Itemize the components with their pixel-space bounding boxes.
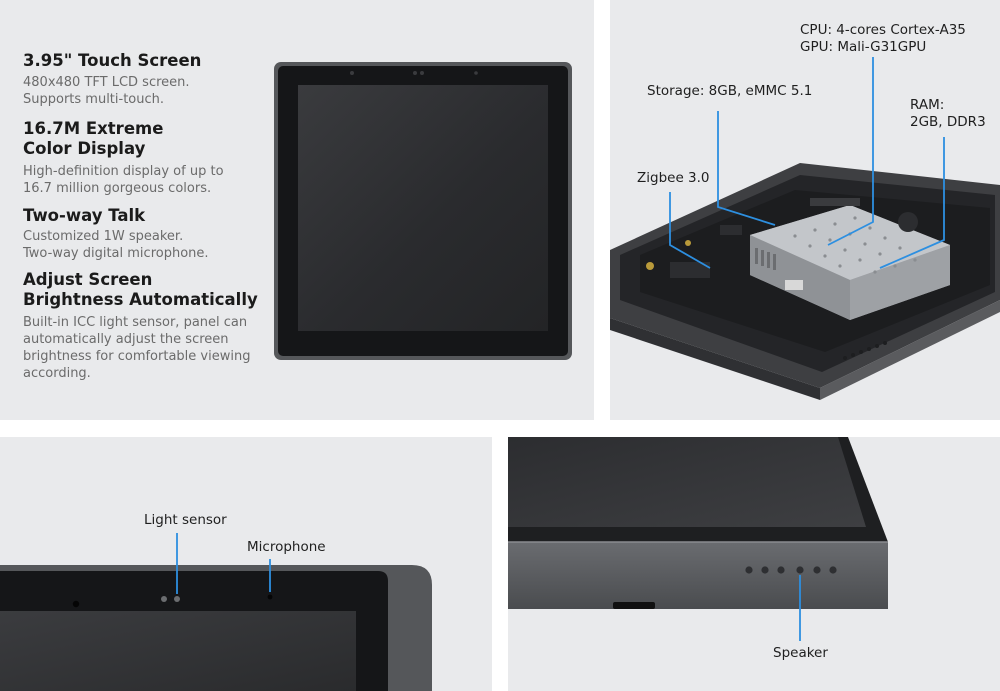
light-sensor-label: Light sensor bbox=[144, 512, 227, 528]
microphone-hole bbox=[267, 594, 273, 600]
speaker-holes bbox=[745, 566, 837, 574]
speaker-label: Speaker bbox=[773, 645, 828, 661]
microphone-label: Microphone bbox=[247, 539, 326, 555]
camera-dot bbox=[350, 71, 354, 75]
device-front-image bbox=[274, 62, 572, 360]
features-panel: 3.95" Touch Screen 480x480 TFT LCD scree… bbox=[0, 0, 594, 420]
feature-desc-color-display: High-definition display of up to 16.7 mi… bbox=[23, 164, 224, 196]
ram-label: RAM: 2GB, DDR3 bbox=[910, 97, 986, 130]
cpu-gpu-label: CPU: 4-cores Cortex-A35 GPU: Mali-G31GPU bbox=[800, 22, 966, 55]
callout-lines bbox=[669, 57, 945, 269]
feature-desc-brightness: Built-in ICC light sensor, panel can aut… bbox=[23, 315, 251, 381]
front-detail-panel: Light sensor Microphone bbox=[0, 437, 492, 691]
feature-title-brightness: Adjust Screen Brightness Automatically bbox=[23, 270, 258, 309]
device-internals-image bbox=[610, 57, 1000, 400]
internals-panel: CPU: 4-cores Cortex-A35 GPU: Mali-G31GPU… bbox=[610, 0, 1000, 420]
device-bottom-detail-image bbox=[508, 437, 888, 641]
bottom-detail-panel: Speaker bbox=[508, 437, 1000, 691]
feature-desc-two-way-talk: Customized 1W speaker. Two-way digital m… bbox=[23, 229, 209, 261]
feature-desc-touch-screen: 480x480 TFT LCD screen. Supports multi-t… bbox=[23, 75, 190, 107]
zigbee-label: Zigbee 3.0 bbox=[637, 170, 710, 186]
front-camera-dot bbox=[72, 600, 80, 608]
feature-title-color-display: 16.7M Extreme Color Display bbox=[23, 119, 164, 158]
light-sensor-dot bbox=[161, 596, 167, 602]
device-front-detail-image bbox=[0, 533, 432, 691]
storage-label: Storage: 8GB, eMMC 5.1 bbox=[647, 83, 813, 99]
feature-title-touch-screen: 3.95" Touch Screen bbox=[23, 51, 202, 70]
feature-title-two-way-talk: Two-way Talk bbox=[23, 206, 146, 225]
usb-port bbox=[613, 602, 655, 609]
